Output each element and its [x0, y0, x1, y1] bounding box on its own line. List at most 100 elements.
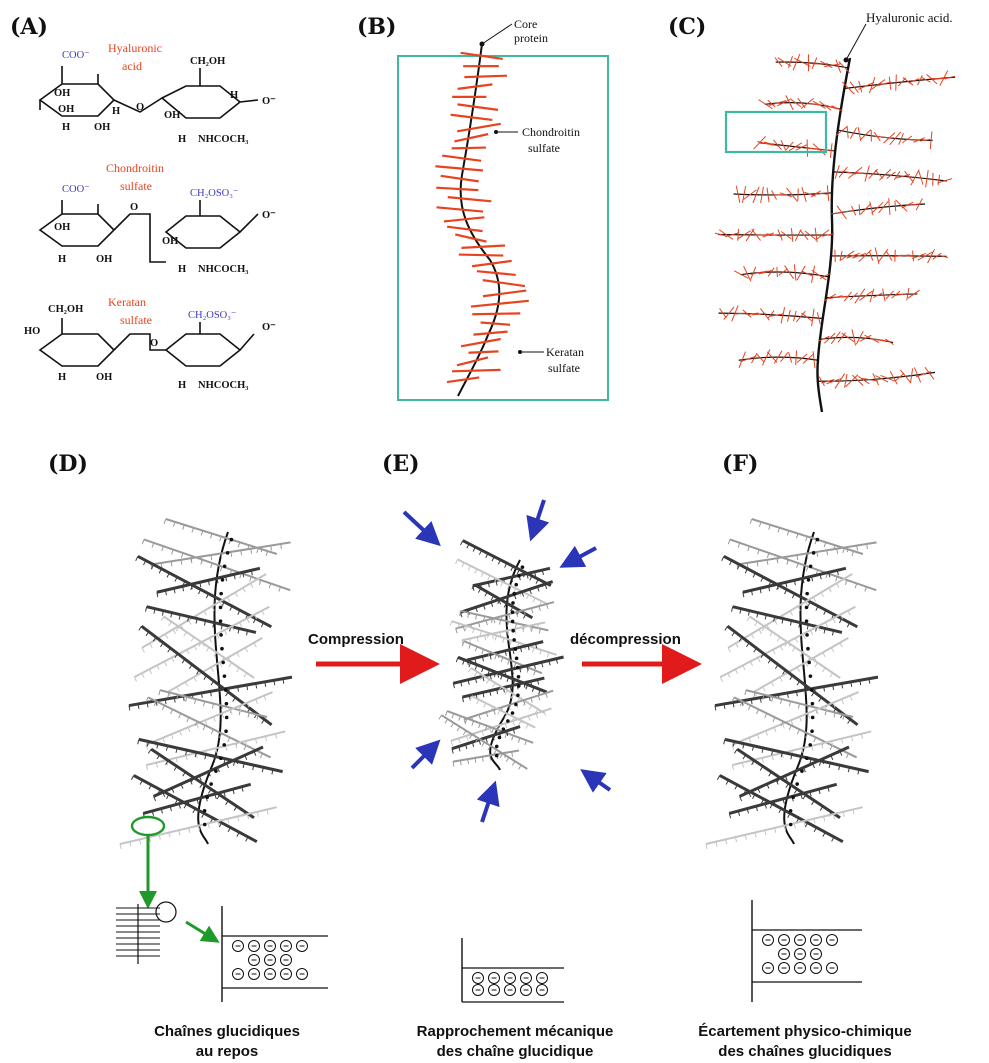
charge-dot — [808, 743, 812, 747]
gag-tick — [526, 724, 528, 728]
gag-tick — [533, 598, 535, 603]
gag-tick — [745, 690, 746, 695]
gag-strand — [157, 568, 260, 592]
svg-text:OH: OH — [96, 372, 112, 383]
gag-tick — [184, 632, 187, 636]
chondroitin-branch — [461, 246, 505, 248]
svg-text:H: H — [178, 134, 186, 145]
gag-tick — [157, 665, 159, 669]
svg-text:O: O — [150, 338, 158, 349]
charge-schema-compressed — [462, 938, 564, 1002]
panel-c-highlight-box — [726, 112, 826, 152]
charge-dot — [511, 711, 515, 715]
gag-tick — [477, 700, 479, 704]
gag-tick — [262, 611, 264, 615]
charge-dot — [219, 619, 223, 623]
caption-e-line1: Rapprochement mécanique — [417, 1023, 614, 1040]
gag-tick — [139, 626, 142, 630]
nhcoch3-label-3: NHCOCH₃ — [198, 380, 248, 391]
gag-tick — [142, 673, 144, 677]
hyaluronic-name-2: acid — [122, 59, 142, 73]
chondroitin-branch — [483, 280, 525, 286]
charge-dot — [506, 719, 510, 723]
gag-tick — [728, 539, 730, 544]
gag-tick — [148, 749, 151, 753]
charge-dot — [517, 675, 521, 679]
gag-tick — [830, 673, 833, 677]
charge-dot — [226, 551, 230, 555]
gag-tick — [229, 663, 232, 667]
charge-dot — [203, 809, 207, 813]
svg-text:OH: OH — [58, 104, 74, 115]
gag-tick — [203, 725, 205, 730]
gag-tick — [194, 646, 196, 650]
gag-tick — [461, 541, 463, 545]
charge-dot — [512, 638, 516, 642]
chondroitin-branch — [441, 176, 479, 182]
chondroitin-branch — [471, 301, 529, 307]
gag-tick — [451, 723, 454, 727]
gag-tick — [735, 669, 737, 673]
svg-text:H: H — [230, 90, 238, 101]
charge-schema-rest — [222, 906, 328, 1002]
charge-dot — [512, 592, 516, 596]
charge-dot — [514, 647, 518, 651]
gag-chain — [895, 201, 896, 211]
gag-tick — [217, 634, 219, 638]
panel-c-aggregate: Hyaluronic acid. — [715, 10, 955, 412]
gag-tick — [457, 727, 460, 731]
protein-label: protein — [514, 31, 548, 45]
charge-dot — [514, 703, 518, 707]
gag-chain — [896, 75, 897, 91]
gag-tick — [825, 622, 827, 626]
gag-tick — [821, 592, 823, 596]
gag-tick — [179, 713, 181, 718]
charge-dot — [495, 754, 499, 758]
hyaluronic-acid-structure: COO⁻ Hyaluronic acid CH₂OH O⁻ NHCOCH₃ OH… — [40, 41, 276, 145]
chondroitin-branch — [461, 339, 501, 346]
panel-b-proteoglycan: Core protein Chondroitin sulfate Keratan… — [398, 17, 608, 400]
gag-tick — [803, 634, 805, 638]
gag-tick — [211, 667, 214, 671]
gag-tick — [169, 622, 172, 626]
gag-tick — [206, 647, 209, 651]
charge-dot — [221, 661, 225, 665]
keratan-name-2: sulfate — [120, 313, 152, 327]
gag-chain — [798, 189, 799, 201]
chondroitin-sulfate-structure: COO⁻ Chondroitin sulfate CH₂OSO₃⁻ O⁻ NHC… — [40, 161, 276, 275]
gag-tick — [484, 703, 486, 707]
charge-dot — [219, 592, 223, 596]
charge-dot — [219, 633, 223, 637]
gag-tick — [770, 632, 773, 636]
gag-tick — [777, 637, 780, 641]
gag-tick — [227, 597, 229, 601]
chondroitin-branch — [468, 351, 498, 352]
panel-e-label: (E) — [382, 451, 420, 477]
gag-tick — [747, 616, 750, 620]
svg-text:O: O — [136, 102, 144, 113]
svg-text:OH: OH — [162, 236, 178, 247]
panel-d-label: (D) — [48, 451, 88, 477]
charge-dot — [810, 729, 814, 733]
mini-chain — [116, 904, 160, 964]
gag-tick — [823, 653, 826, 657]
gag-tick — [462, 563, 464, 568]
gag-tick — [519, 765, 522, 769]
chondroitin-branch — [481, 322, 511, 324]
svg-text:H: H — [112, 106, 120, 117]
charge-dot — [219, 756, 223, 760]
gag-tick — [728, 673, 730, 677]
charge-dot — [223, 674, 227, 678]
chondroitin-branch — [447, 227, 482, 231]
gag-tick — [526, 595, 528, 600]
gag-tick — [165, 634, 167, 638]
charge-schema-expanded — [752, 900, 862, 1002]
chondroitin-branch — [437, 207, 484, 211]
gag-tick — [162, 705, 164, 710]
gag-strand — [160, 690, 267, 717]
gag-tick — [833, 618, 835, 622]
chondroitin-branch — [455, 234, 486, 241]
gag-tick — [792, 647, 795, 651]
gag-tick — [164, 519, 166, 524]
gag-tick — [247, 618, 249, 622]
